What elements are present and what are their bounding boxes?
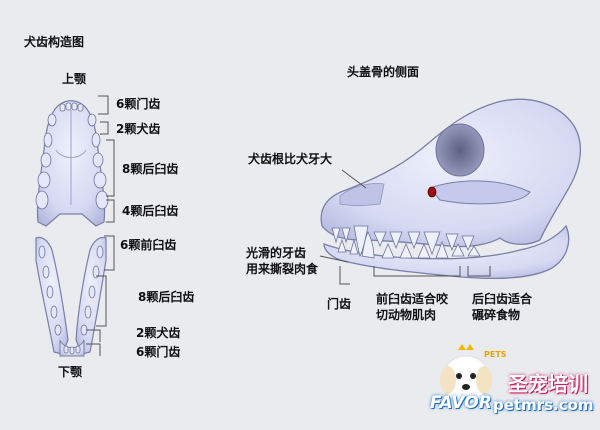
molar-label-line2: 碾碎食物 bbox=[472, 308, 521, 322]
incisors-label: 门齿 bbox=[327, 297, 352, 311]
canine-root-label: 犬齿根比犬牙大 bbox=[248, 152, 333, 166]
lower-jaw-illustration bbox=[35, 236, 107, 357]
premolar-label-line2: 切动物肌肉 bbox=[376, 308, 437, 322]
bracket-lower-premolars bbox=[104, 235, 115, 271]
skull-leader-lines bbox=[319, 169, 491, 285]
skull-title: 头盖骨的侧面 bbox=[347, 65, 420, 79]
skull-illustration bbox=[320, 98, 582, 280]
lower-molars-label: 8颗后臼齿 bbox=[138, 290, 195, 304]
upper-jaw-illustration bbox=[35, 100, 109, 227]
upper-incisors-label: 6颗门齿 bbox=[116, 97, 161, 111]
annotation-brackets bbox=[86, 95, 115, 356]
bracket-upper-incisors bbox=[98, 95, 109, 115]
lower-incisors-label: 6颗门齿 bbox=[136, 345, 181, 359]
bracket-upper-molars-8 bbox=[106, 139, 115, 197]
lower-jaw-label: 下颚 bbox=[58, 365, 83, 379]
canine-smooth-label-line1: 光滑的牙齿 bbox=[246, 246, 307, 260]
bracket-lower-incisors bbox=[86, 343, 101, 356]
watermark-brand-en: FAVOR bbox=[430, 393, 492, 413]
upper-molars-4-label: 4颗后臼齿 bbox=[122, 204, 179, 218]
leader-canine-root bbox=[341, 169, 367, 189]
premolar-label-line1: 前臼齿适合咬 bbox=[376, 292, 449, 306]
lower-premolars-label: 6颗前臼齿 bbox=[120, 238, 177, 252]
watermark-url: petmrs.com bbox=[493, 396, 594, 414]
bracket-upper-canines bbox=[100, 121, 109, 135]
favor-pets-logo bbox=[440, 344, 492, 405]
watermark-brand-cn: 圣宠培训 bbox=[508, 372, 588, 396]
bracket-upper-molars-4 bbox=[106, 199, 115, 223]
leader-canine-smooth bbox=[319, 255, 349, 263]
leader-incisors bbox=[339, 266, 350, 285]
upper-molars-8-label: 8颗后臼齿 bbox=[122, 162, 179, 176]
bracket-lower-molars bbox=[96, 275, 107, 327]
lower-canines-label: 2颗犬齿 bbox=[136, 326, 181, 340]
bracket-premolars bbox=[373, 266, 461, 277]
bracket-molars bbox=[467, 266, 491, 277]
bracket-lower-canines bbox=[86, 329, 101, 342]
upper-canines-label: 2颗犬齿 bbox=[116, 122, 161, 136]
diagram-title: 犬齿构造图 bbox=[24, 35, 85, 49]
canine-smooth-label-line2: 用来撕裂肉食 bbox=[246, 262, 319, 276]
molar-label-line1: 后臼齿适合 bbox=[472, 292, 533, 306]
upper-jaw-label: 上颚 bbox=[62, 72, 87, 86]
watermark-pets: PETS bbox=[484, 350, 507, 359]
